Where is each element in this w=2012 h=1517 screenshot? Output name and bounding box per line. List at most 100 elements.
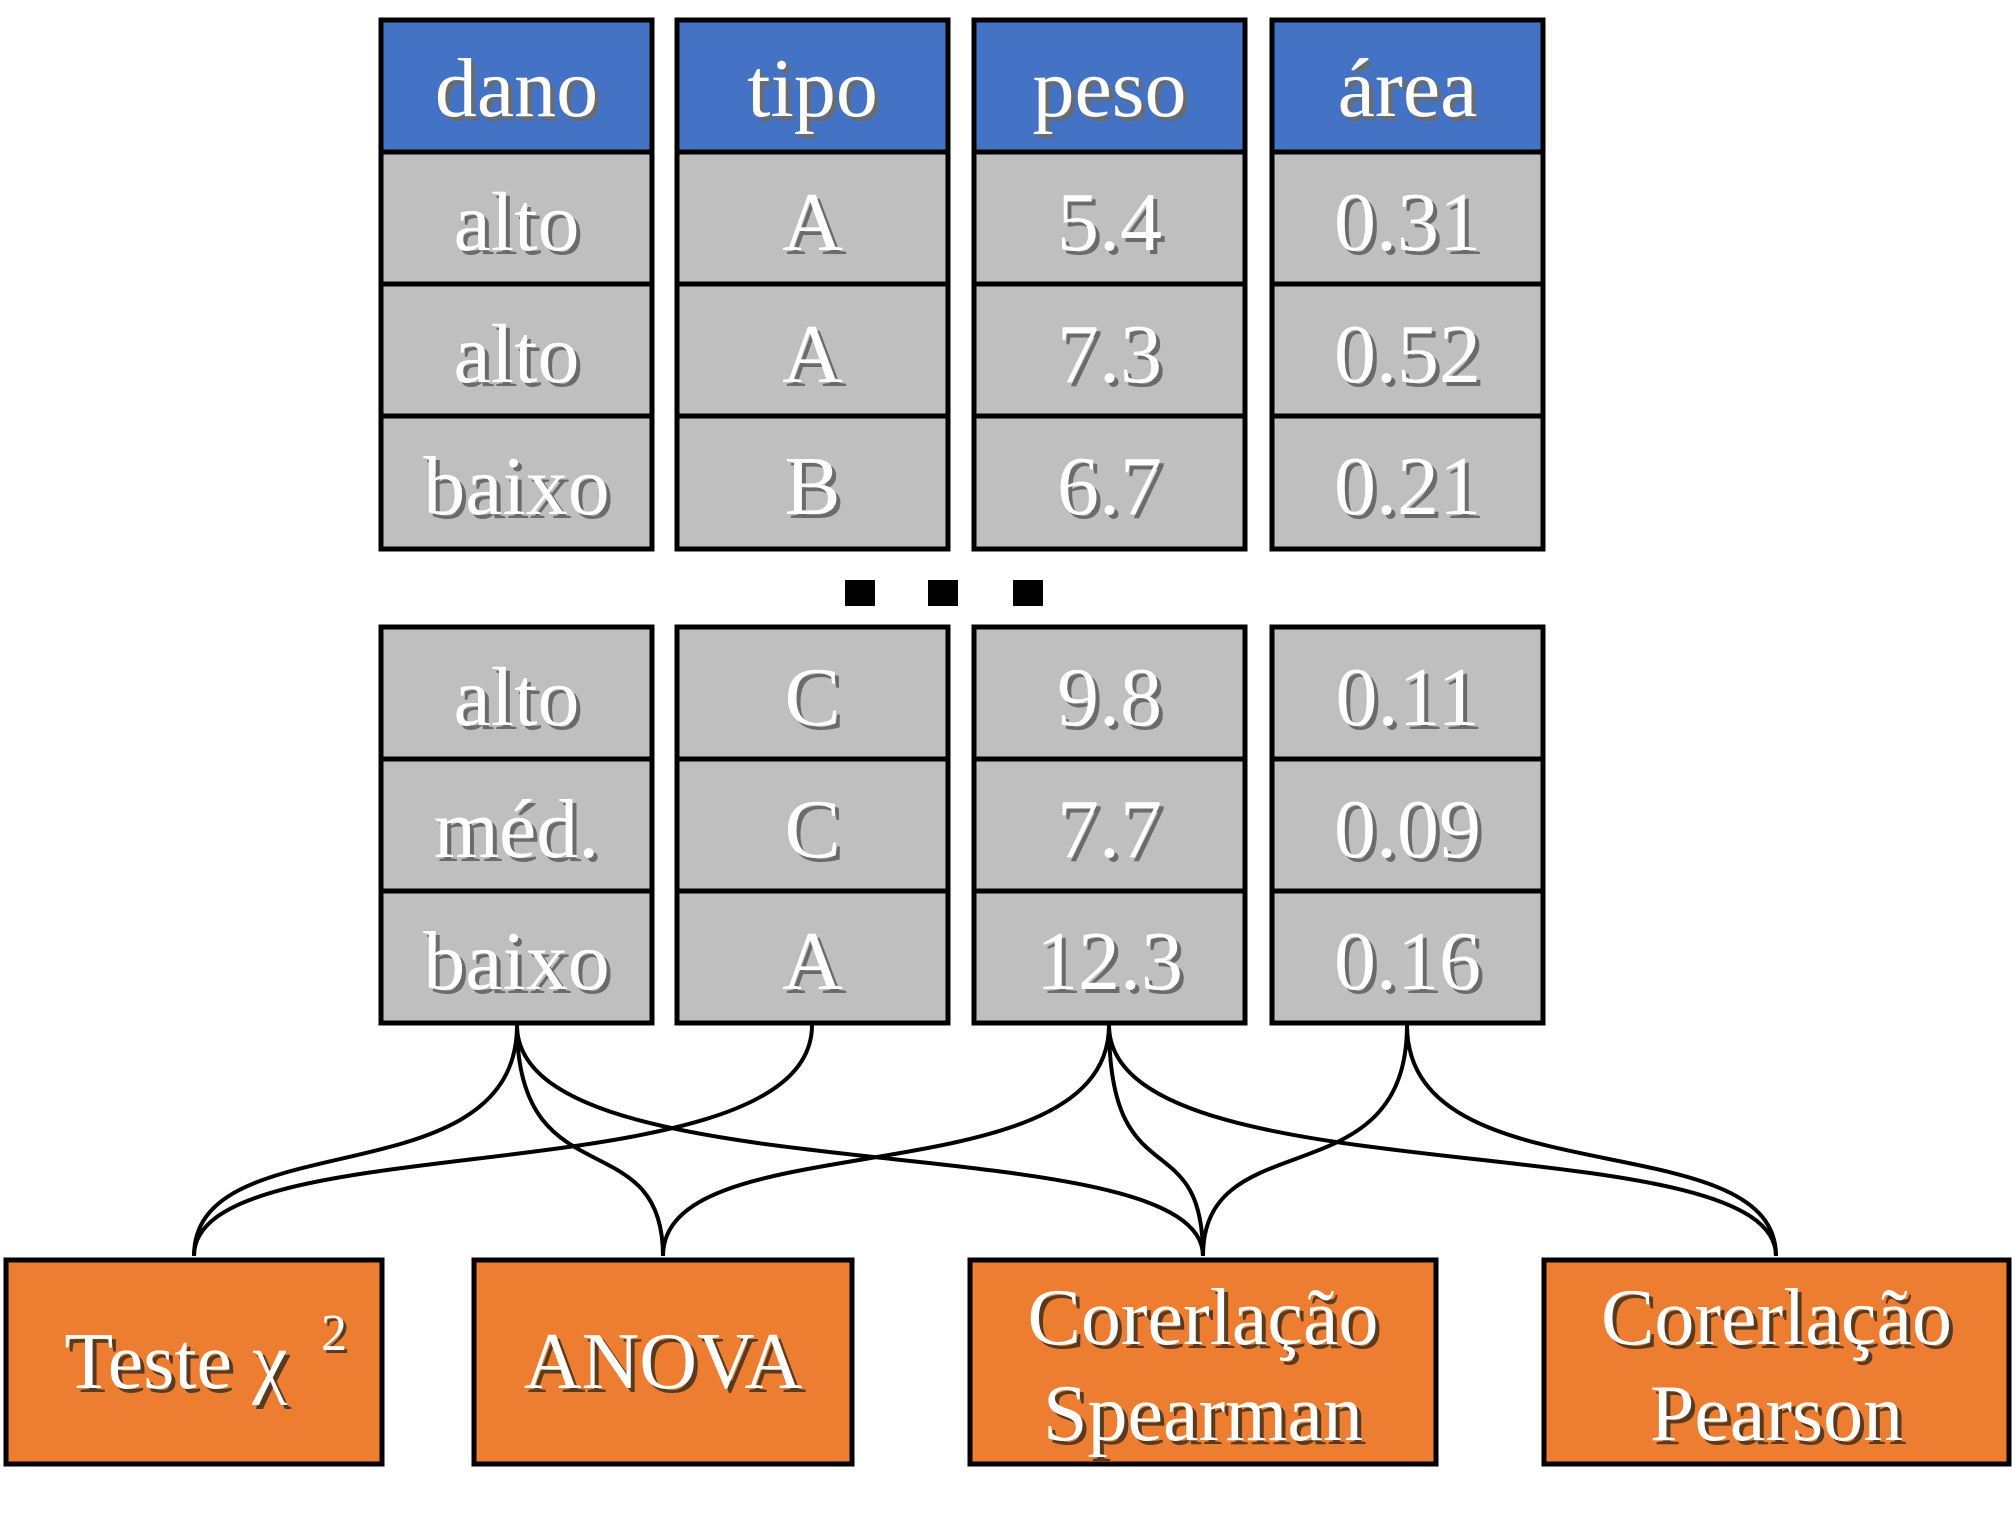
table-cell	[378, 413, 655, 552]
method-label-line1-shadow: Corerlação	[1605, 1278, 1956, 1366]
column-header-text: área	[1338, 42, 1478, 135]
cell-value-shadow: baixo	[427, 444, 614, 537]
cell-value: AA	[782, 176, 847, 273]
cell-value: AA	[782, 308, 847, 405]
data-table: danodanoaltoaltoaltoaltobaixobaixoaltoal…	[378, 17, 1546, 1026]
connector-dano-to-method	[515, 1024, 1205, 1257]
cell-value-text: 0.31	[1334, 176, 1481, 269]
header-cell	[674, 17, 951, 155]
cell-value-shadow: 7.3	[1061, 312, 1166, 405]
method-label-line1-text: Corerlação	[1601, 1274, 1952, 1362]
cell-value-text: C	[784, 651, 840, 744]
table-cell	[674, 149, 951, 287]
header-cell	[971, 17, 1248, 155]
cell-value: CC	[784, 783, 844, 880]
cell-value: 0.110.11	[1336, 651, 1484, 748]
connector-peso-to-method	[1107, 1024, 1778, 1257]
cell-value-shadow: C	[788, 787, 844, 880]
cell-value-shadow: A	[786, 919, 847, 1012]
method-box-bg	[1541, 1257, 2012, 1467]
ellipsis-dot	[845, 580, 875, 606]
cell-value-text: 0.09	[1334, 783, 1481, 876]
ellipsis-dot	[1013, 580, 1043, 606]
column-header-text: tipo	[747, 42, 878, 135]
column-header-shadow: tipo	[751, 46, 882, 139]
cell-value: 0.210.21	[1334, 440, 1485, 537]
cell-value-text: 6.7	[1057, 440, 1162, 533]
cell-value-text: alto	[454, 176, 580, 269]
cell-value: 0.310.31	[1334, 176, 1485, 273]
table-cell	[971, 624, 1248, 762]
cell-value-text: A	[782, 176, 843, 269]
method-box-bg	[471, 1257, 855, 1467]
method-label-shadow: Teste χ	[68, 1322, 292, 1410]
cell-value: AA	[782, 915, 847, 1012]
cell-value: 0.090.09	[1334, 783, 1485, 880]
method-box-bg	[3, 1257, 385, 1467]
cell-value: 5.45.4	[1057, 176, 1166, 273]
cell-value-shadow: alto	[458, 180, 584, 273]
cell-value-text: A	[782, 308, 843, 401]
connector-tipo-to-method	[192, 1024, 814, 1257]
cell-value: 6.76.7	[1057, 440, 1166, 537]
connector-área-to-method	[1201, 1024, 1409, 1257]
cell-value-shadow: A	[786, 180, 847, 273]
table-cell	[1269, 281, 1546, 419]
table-cell	[1269, 413, 1546, 552]
cell-value-shadow: A	[786, 312, 847, 405]
cell-value: 12.312.3	[1036, 915, 1187, 1012]
method-superscript-shadow: 2	[324, 1308, 350, 1365]
connector-peso-to-method	[1107, 1024, 1205, 1257]
method-label-shadow: ANOVA	[528, 1322, 807, 1410]
table-cell	[674, 413, 951, 552]
table-cell	[971, 281, 1248, 419]
cell-value-text: 0.52	[1334, 308, 1481, 401]
table-cell	[674, 756, 951, 894]
column-header-shadow: dano	[439, 46, 602, 139]
cell-value-shadow: 0.11	[1340, 655, 1484, 748]
cell-value-text: A	[782, 915, 843, 1008]
cell-value-text: 0.11	[1336, 651, 1480, 744]
cell-value-shadow: 0.16	[1338, 919, 1485, 1012]
cell-value-text: méd.	[434, 783, 600, 876]
cell-value: méd.méd.	[434, 783, 604, 880]
column-header-shadow: peso	[1037, 46, 1191, 139]
table-cell	[971, 888, 1248, 1026]
cell-value-text: 7.7	[1057, 783, 1162, 876]
method-label-text: ANOVA	[524, 1318, 803, 1406]
cell-value-text: 0.16	[1334, 915, 1481, 1008]
cell-value-text: C	[784, 783, 840, 876]
table-cell	[378, 756, 655, 894]
method-label-line2-text: Spearman	[1043, 1370, 1363, 1458]
ellipsis	[845, 580, 1043, 606]
cell-value: 0.520.52	[1334, 308, 1485, 405]
method-label-line2-shadow: Spearman	[1047, 1374, 1367, 1462]
cell-value-text: B	[784, 440, 840, 533]
column-header-text: peso	[1033, 42, 1187, 135]
header-cell	[1269, 17, 1546, 155]
cell-value: 7.37.3	[1057, 308, 1166, 405]
cell-value-text: alto	[454, 651, 580, 744]
table-cell	[971, 149, 1248, 287]
method-label-line1-text: Corerlação	[1028, 1274, 1379, 1362]
cell-value: 9.89.8	[1057, 651, 1166, 748]
method-label-line1-shadow: Corerlação	[1032, 1278, 1383, 1366]
cell-value-text: 12.3	[1036, 915, 1183, 1008]
cell-value-shadow: 0.21	[1338, 444, 1485, 537]
table-cell	[1269, 756, 1546, 894]
cell-value-shadow: 7.7	[1061, 787, 1166, 880]
